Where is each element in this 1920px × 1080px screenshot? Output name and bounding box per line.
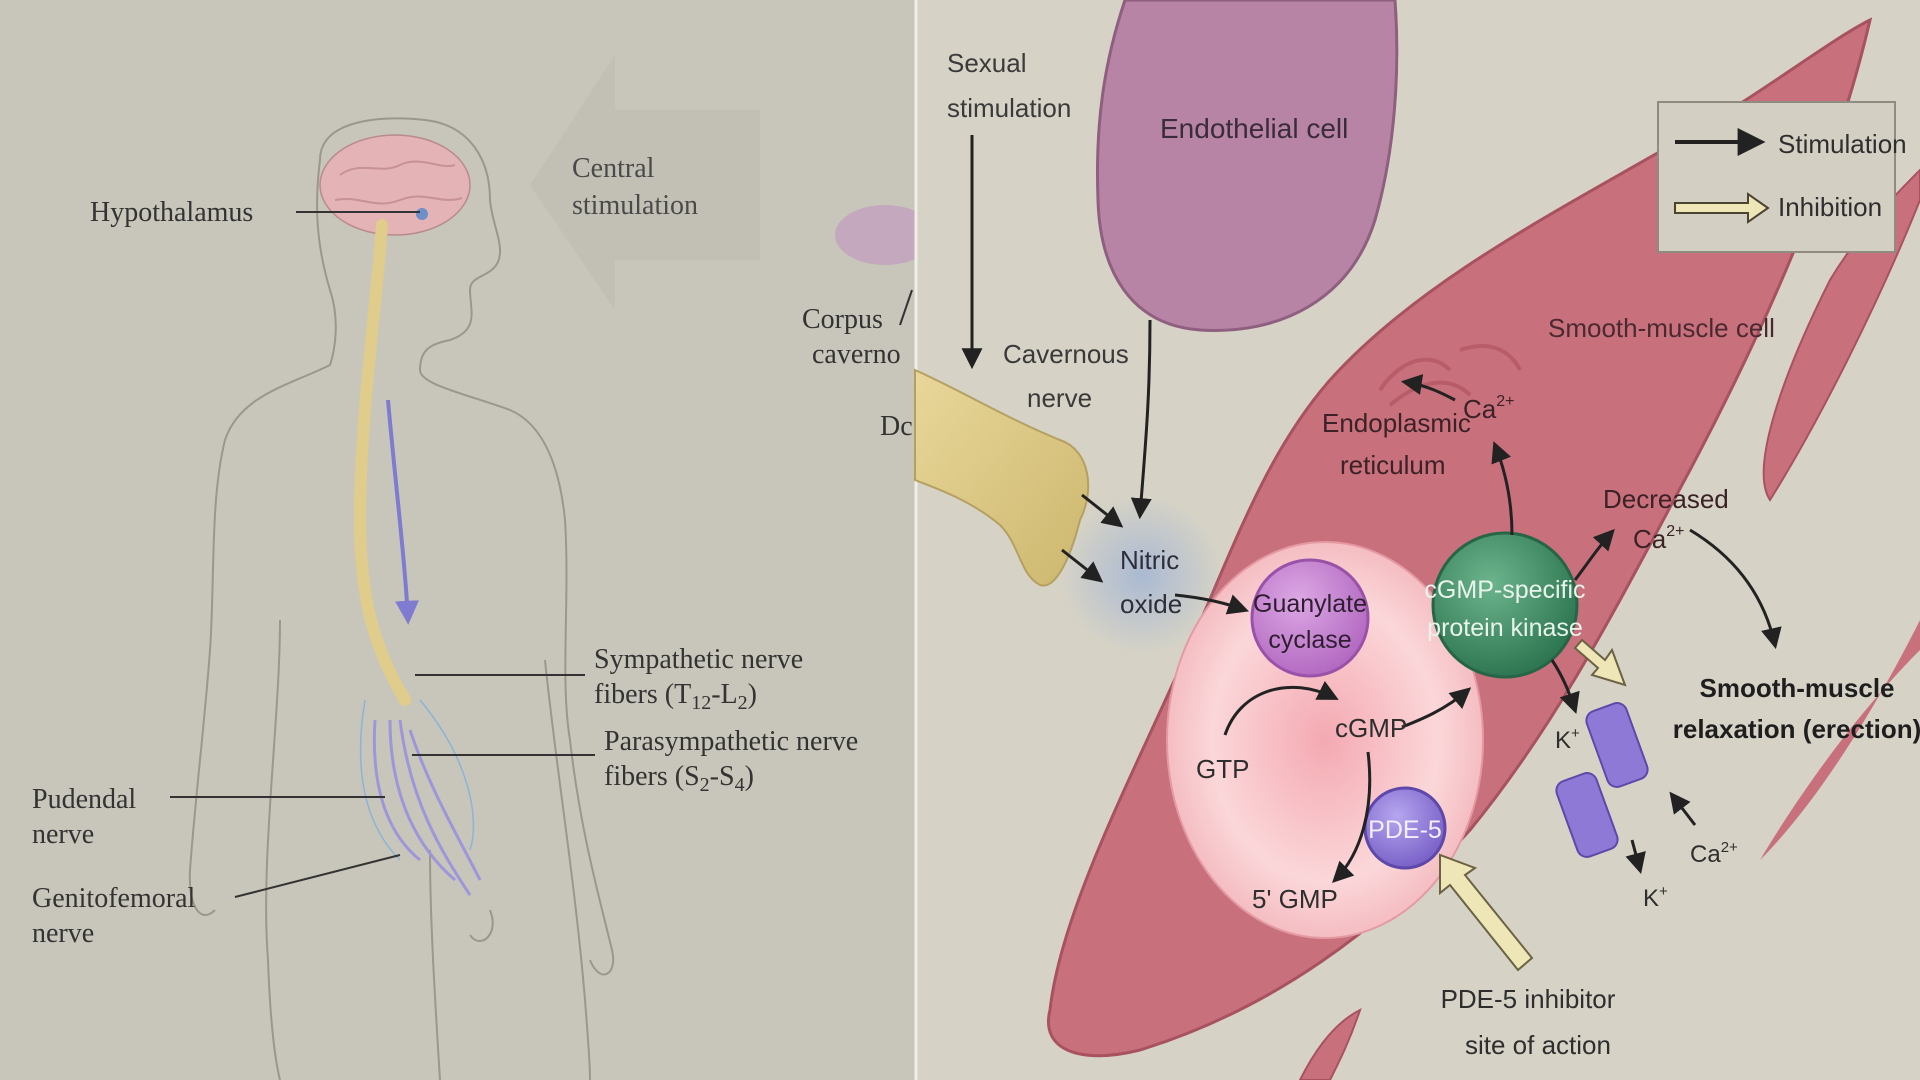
legend-inhibition-arrow bbox=[1674, 192, 1770, 224]
stimulation-arrows bbox=[961, 135, 1782, 883]
left-leader-lines bbox=[170, 211, 595, 898]
parasympathetic-label-2: fibers (S2-S4) bbox=[604, 761, 754, 796]
sexual-stimulation-label-1: Sexual bbox=[947, 48, 1027, 78]
human-body-outline bbox=[188, 117, 615, 1080]
legend-inhibition-label: Inhibition bbox=[1778, 192, 1882, 222]
legend: Stimulation Inhibition bbox=[1657, 101, 1907, 253]
endothelial-cell-label: Endothelial cell bbox=[1160, 113, 1348, 144]
legend-stimulation-label: Stimulation bbox=[1778, 129, 1907, 159]
guanylate-label-1: Guanylate bbox=[1253, 590, 1367, 618]
kinase-label-1: cGMP-specific bbox=[1424, 576, 1585, 604]
k-top-label: K+ bbox=[1555, 725, 1580, 754]
hypothalamus-label: Hypothalamus bbox=[90, 197, 253, 228]
ion-channel-1 bbox=[1585, 702, 1649, 788]
gtp-label: GTP bbox=[1196, 754, 1249, 784]
ca-channel-label: Ca2+ bbox=[1690, 839, 1738, 868]
nitric-oxide-label-2: oxide bbox=[1120, 589, 1182, 619]
central-stimulation-label-2: stimulation bbox=[572, 190, 698, 221]
corpus-label-2: caverno bbox=[812, 339, 901, 370]
nitric-oxide-glow bbox=[1062, 495, 1222, 655]
sympathetic-label-1: Sympathetic nerve bbox=[594, 644, 803, 675]
nitric-oxide-label-1: Nitric bbox=[1120, 545, 1179, 575]
five-gmp-label: 5' GMP bbox=[1252, 884, 1338, 914]
central-stimulation-label-1: Central bbox=[572, 153, 655, 184]
corpus-cavernosum-shape bbox=[835, 205, 935, 265]
ca-er-label: Ca2+ bbox=[1463, 393, 1515, 424]
endoplasmic-reticulum-shape bbox=[1378, 344, 1522, 407]
endoplasmic-label-1: Endoplasmic bbox=[1322, 408, 1471, 438]
endoplasmic-label-2: reticulum bbox=[1340, 450, 1445, 480]
inhibition-arrows bbox=[1439, 638, 1627, 972]
sympathetic-label-2: fibers (T12-L2) bbox=[594, 679, 757, 714]
pelvic-nerve-fibers bbox=[359, 699, 482, 896]
genitofemoral-label-2: nerve bbox=[32, 918, 94, 949]
cavernous-nerve-label-2: nerve bbox=[1027, 383, 1092, 413]
kinase-node bbox=[1431, 531, 1579, 679]
parasympathetic-label-1: Parasympathetic nerve bbox=[604, 726, 858, 757]
inhibitor-label-1: PDE-5 inhibitor bbox=[1441, 984, 1616, 1014]
pudendal-label-2: nerve bbox=[32, 819, 94, 850]
inhibitor-label-2: site of action bbox=[1465, 1030, 1611, 1060]
decreased-label: Decreased bbox=[1603, 484, 1729, 514]
spinal-cord bbox=[353, 219, 411, 706]
relaxation-label-1: Smooth-muscle bbox=[1699, 673, 1894, 703]
neighbor-cell-right-2 bbox=[1760, 620, 1920, 860]
neighbor-cell-bottom bbox=[1298, 1008, 1362, 1080]
corpus-label-1: Corpus bbox=[802, 304, 883, 335]
ca-decreased-label: Ca2+ bbox=[1633, 523, 1685, 554]
endothelial-cell bbox=[1095, 0, 1399, 332]
brain bbox=[319, 134, 471, 236]
cavernous-nerve-label-1: Cavernous bbox=[1003, 339, 1129, 369]
guanylate-label-2: cyclase bbox=[1268, 626, 1351, 654]
dc-label: Dc bbox=[880, 411, 913, 442]
ion-channel-2 bbox=[1555, 772, 1619, 858]
k-bottom-label: K+ bbox=[1643, 883, 1668, 912]
relaxation-label-2: relaxation (erection) bbox=[1673, 714, 1920, 744]
guanylate-cyclase-node bbox=[1250, 558, 1370, 678]
central-stimulation-arrow bbox=[530, 55, 760, 310]
genitofemoral-label-1: Genitofemoral bbox=[32, 883, 195, 914]
corpus-leader-line bbox=[899, 289, 913, 326]
descending-pathway-arrow bbox=[386, 399, 420, 625]
sexual-stimulation-label-2: stimulation bbox=[947, 93, 1071, 123]
cgmp-label: cGMP bbox=[1335, 713, 1407, 743]
smooth-muscle-cell-label: Smooth-muscle cell bbox=[1548, 313, 1775, 343]
pde5-label: PDE-5 bbox=[1368, 816, 1442, 844]
pudendal-label-1: Pudendal bbox=[32, 784, 136, 815]
kinase-label-2: protein kinase bbox=[1427, 614, 1583, 642]
